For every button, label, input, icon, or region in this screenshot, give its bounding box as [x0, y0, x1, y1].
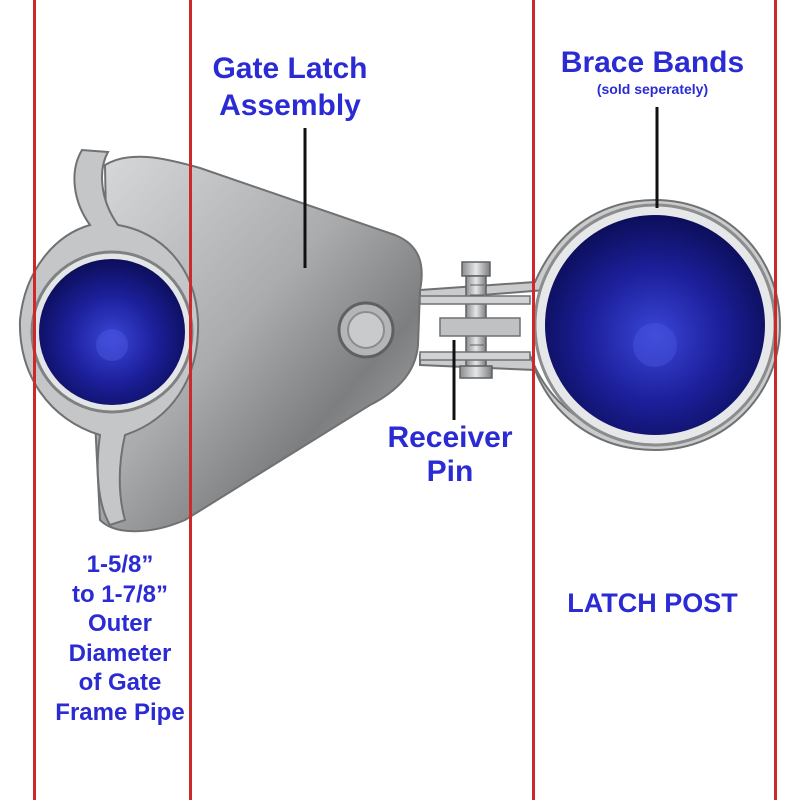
pipe-label-line6: Frame Pipe [55, 698, 185, 726]
pipe-label-line4: Diameter [68, 639, 172, 667]
gate-latch-label: Gate Latch Assembly [170, 50, 410, 124]
pipe-label-line3: Outer [87, 610, 152, 637]
pipe-label-line1: 1-5/8” [86, 551, 154, 578]
gate-latch-plate [93, 155, 423, 533]
latch-post-label: LATCH POST [567, 588, 738, 618]
sold-separately-note: (sold seperately) [596, 81, 709, 97]
receiver-pin-label-line2: Pin [426, 455, 474, 488]
receiver-pin-bolt [419, 261, 531, 379]
brace-bands-label: Brace Bands [560, 46, 745, 79]
pipe-label-line5: of Gate [78, 669, 162, 696]
receiver-pin-label-line1: Receiver [387, 421, 513, 454]
receiver-pin-label: Receiver Pin [370, 421, 530, 489]
pipe-diameter-label: 1-5/8” to 1-7/8” Outer Diameter of Gate … [40, 550, 200, 727]
gate-latch-label-line2: Assembly [219, 89, 361, 122]
gate-latch-label-line1: Gate Latch [212, 52, 368, 85]
pipe-label-line2: to 1-7/8” [71, 580, 169, 608]
